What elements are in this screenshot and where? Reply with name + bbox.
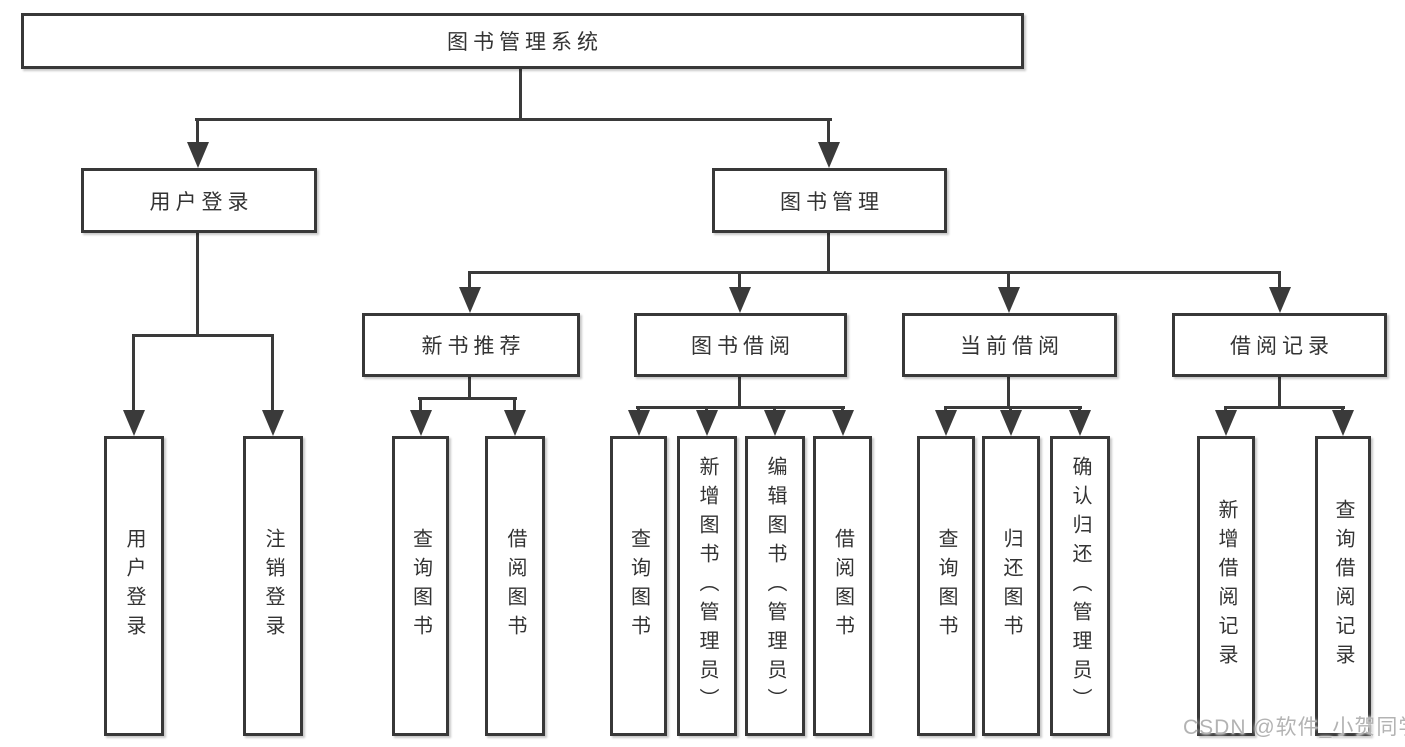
arrow-to-user-login <box>186 118 209 168</box>
connector-root-hbar <box>195 118 832 121</box>
leaf-add-book-admin: 新增图书（管理员） <box>677 436 737 736</box>
arrow-to-leaf-add-record <box>1214 406 1237 436</box>
arrow-to-leaf-query-books-2 <box>627 406 650 436</box>
connector-borrow-records-stem <box>1278 376 1281 409</box>
leaf-query-books-2: 查询图书 <box>610 436 667 736</box>
connector-current-borrow-stem <box>1007 376 1010 409</box>
node-book-management: 图书管理 <box>712 168 947 233</box>
leaf-return-book: 归还图书 <box>982 436 1040 736</box>
node-borrowing-records: 借阅记录 <box>1172 313 1387 377</box>
leaf-query-borrow-record: 查询借阅记录 <box>1315 436 1371 736</box>
arrow-to-leaf-add-book <box>695 406 718 436</box>
leaf-add-borrow-record: 新增借阅记录 <box>1197 436 1255 736</box>
connector-borrow-records-hbar <box>1224 406 1345 409</box>
connector-new-book-stem <box>468 376 471 400</box>
arrow-to-leaf-logout <box>261 334 284 436</box>
node-user-login: 用户登录 <box>81 168 317 233</box>
arrow-to-leaf-borrow-books-2 <box>831 406 854 436</box>
watermark-text: CSDN @软件_小贺同学 <box>1183 716 1405 739</box>
arrow-to-leaf-edit-book <box>763 406 786 436</box>
leaf-confirm-return-admin: 确认归还（管理员） <box>1050 436 1110 736</box>
connector-user-login-hbar <box>132 334 274 337</box>
connector-book-mgmt-hbar <box>468 271 1281 274</box>
connector-current-borrow-hbar <box>944 406 1082 409</box>
leaf-query-books-1: 查询图书 <box>392 436 449 736</box>
leaf-borrow-books-1: 借阅图书 <box>485 436 545 736</box>
node-current-borrowing: 当前借阅 <box>902 313 1117 377</box>
leaf-logout-login: 注销登录 <box>243 436 303 736</box>
arrow-to-leaf-confirm-return <box>1068 406 1091 436</box>
connector-book-borrow-hbar <box>636 406 845 409</box>
arrow-to-borrowing-records <box>1268 271 1291 313</box>
leaf-user-login: 用户登录 <box>104 436 164 736</box>
connector-new-book-hbar <box>418 397 517 400</box>
connector-book-mgmt-stem <box>827 232 830 274</box>
arrow-to-leaf-user-login <box>122 334 145 436</box>
node-book-borrowing: 图书借阅 <box>634 313 847 377</box>
arrow-to-new-book-recommend <box>458 271 481 313</box>
arrow-to-book-borrowing <box>728 271 751 313</box>
node-library-system-root: 图书管理系统 <box>21 13 1024 69</box>
arrow-to-book-management <box>817 118 840 168</box>
arrow-to-leaf-borrow-books-1 <box>503 397 526 436</box>
arrow-to-leaf-query-books-1 <box>409 397 432 436</box>
leaf-borrow-books-2: 借阅图书 <box>813 436 872 736</box>
leaf-query-books-3: 查询图书 <box>917 436 975 736</box>
connector-root-stem <box>519 68 522 121</box>
connector-book-borrow-stem <box>738 376 741 409</box>
node-new-book-recommend: 新书推荐 <box>362 313 580 377</box>
arrow-to-leaf-return-book <box>999 406 1022 436</box>
leaf-edit-book-admin: 编辑图书（管理员） <box>745 436 805 736</box>
arrow-to-leaf-query-record <box>1331 406 1354 436</box>
arrow-to-current-borrowing <box>997 271 1020 313</box>
arrow-to-leaf-query-books-3 <box>934 406 957 436</box>
connector-user-login-stem <box>196 232 199 337</box>
